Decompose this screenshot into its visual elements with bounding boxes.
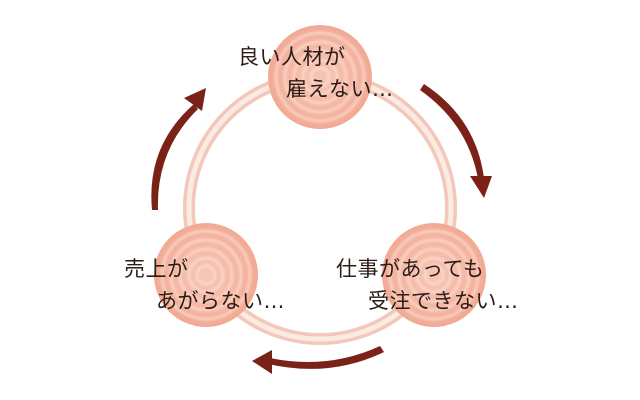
arrow-top-right: [420, 84, 492, 198]
node-label-right-line1: 仕事があっても: [336, 257, 485, 281]
node-label-right-line2: 受注できない…: [368, 289, 519, 313]
node-label-top-line1: 良い人材が: [238, 45, 346, 69]
node-circle-left: [154, 223, 258, 327]
node-circle-top: [268, 25, 372, 129]
arrow-top-left: [151, 88, 206, 210]
arrow-bottom: [252, 346, 384, 374]
node-label-top-line2: 雇えない…: [286, 77, 394, 101]
node-label-left-line2: あがらない…: [156, 289, 285, 313]
node-circle-right: [382, 223, 486, 327]
node-label-left-line1: 売上が: [124, 257, 189, 281]
